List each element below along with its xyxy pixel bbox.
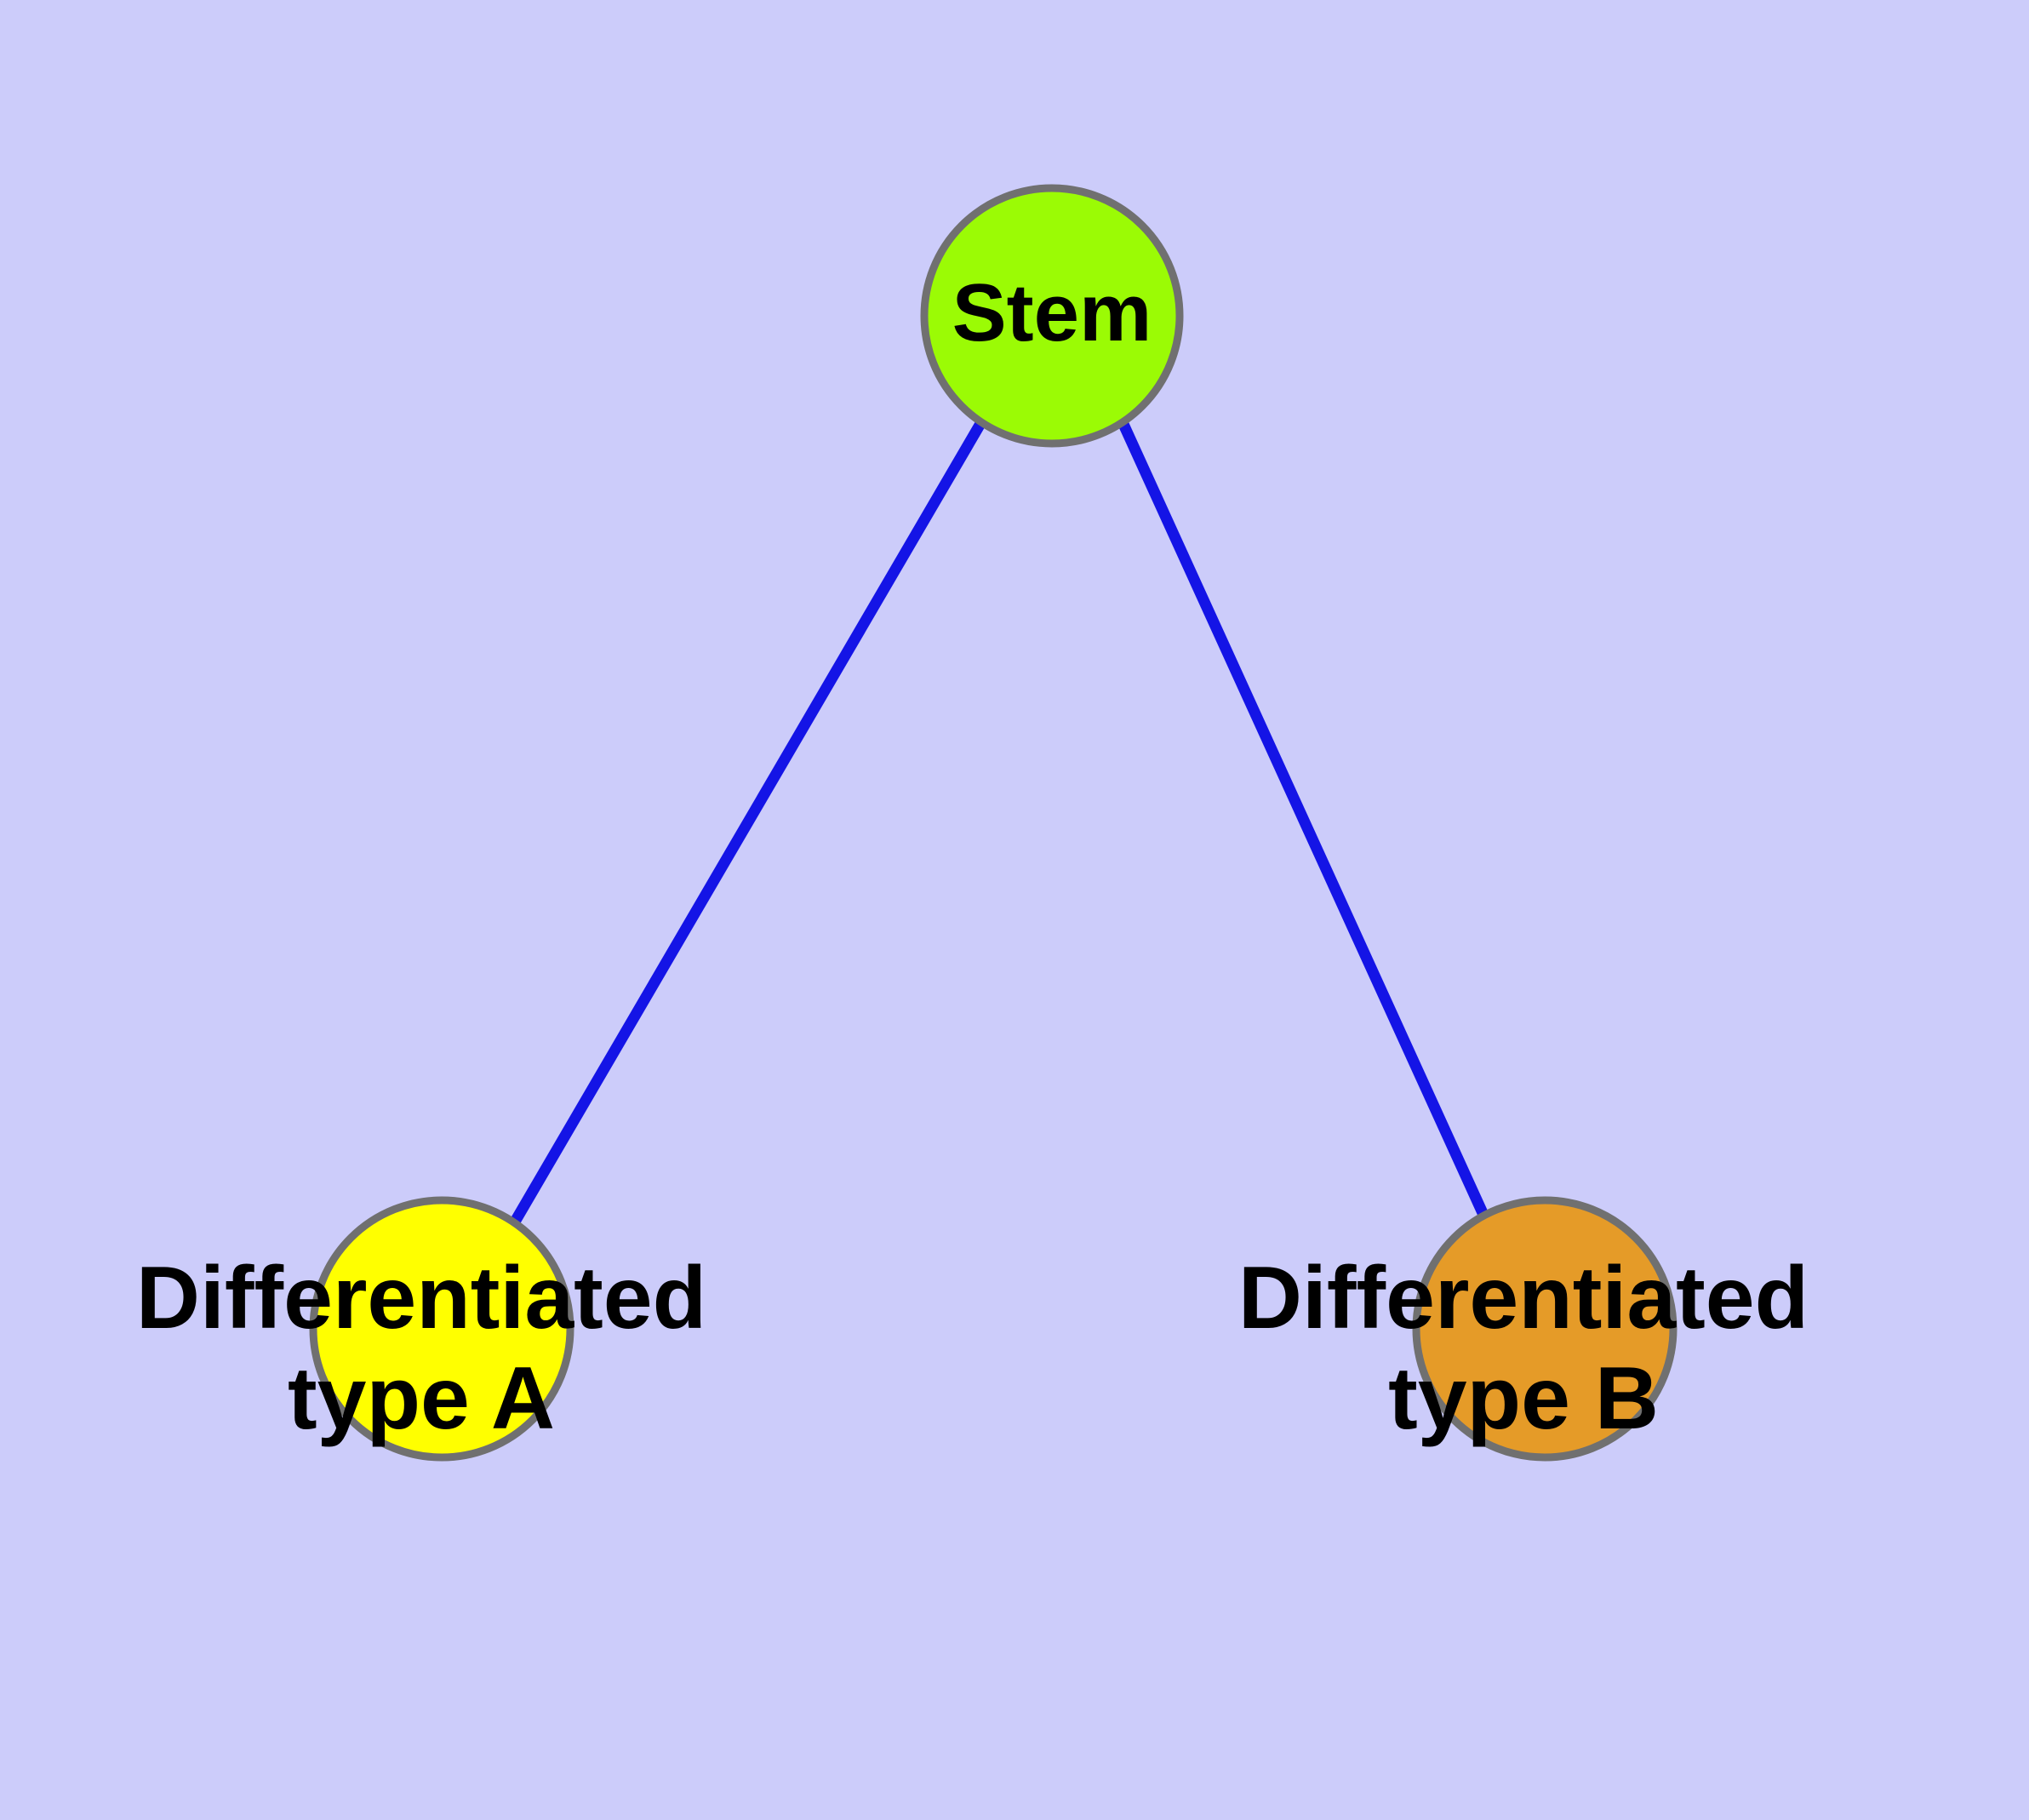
nodes-layer: Stem	[309, 184, 1677, 1462]
node-stem[interactable]: Stem	[920, 184, 1184, 448]
node-differentiated-type-a-circle[interactable]	[309, 1196, 574, 1462]
node-differentiated-type-b-circle[interactable]	[1412, 1196, 1677, 1462]
edge-stem-to-differentiated-type-a[interactable]	[506, 419, 986, 1231]
edges-layer	[506, 419, 1493, 1231]
node-stem-circle[interactable]	[920, 184, 1184, 448]
node-stem-label: Stem	[952, 267, 1152, 358]
node-differentiated-type-a[interactable]	[309, 1196, 574, 1462]
node-differentiated-type-b[interactable]	[1412, 1196, 1677, 1462]
edge-stem-to-differentiated-type-b[interactable]	[1117, 420, 1493, 1227]
